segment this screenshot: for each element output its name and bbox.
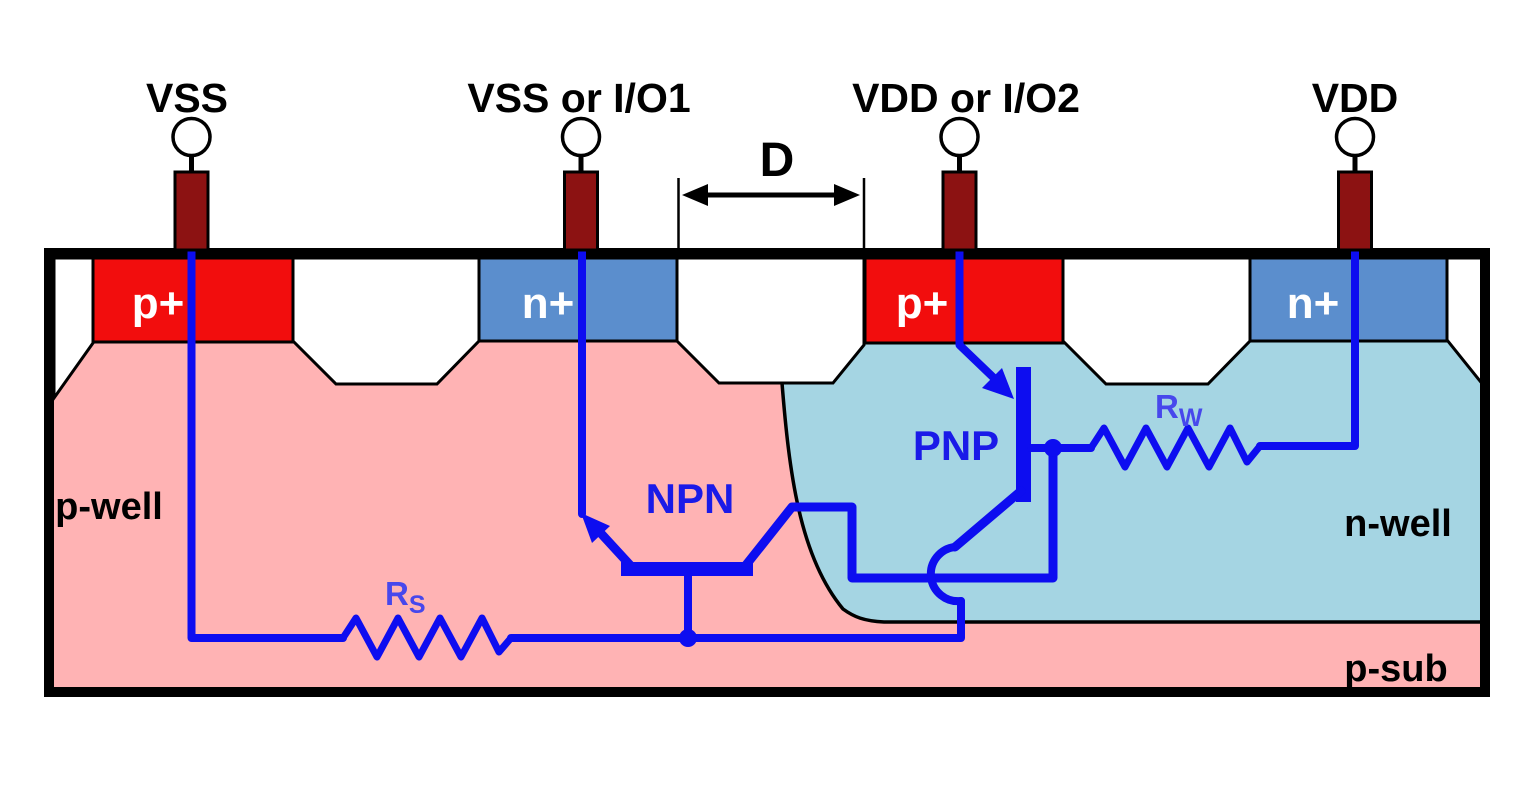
terminal-labels: VSS VSS or I/O1 VDD or I/O2 VDD bbox=[146, 75, 1398, 121]
resistor-rw-symbol bbox=[1087, 424, 1264, 471]
contact-plug bbox=[1337, 170, 1373, 252]
n-plus-diffusion-vdd bbox=[1248, 256, 1449, 343]
terminal-label-vss: VSS bbox=[146, 75, 228, 121]
contact-plug bbox=[941, 170, 978, 252]
p-sub-label: p-sub bbox=[1344, 648, 1447, 690]
n-well-region bbox=[782, 258, 1484, 622]
rs-symbol: R bbox=[385, 575, 409, 612]
rw-subscript: W bbox=[1179, 404, 1203, 432]
npn-label: NPN bbox=[646, 475, 735, 522]
terminal-contacts bbox=[171, 116, 1376, 252]
contact-plug bbox=[563, 170, 599, 252]
terminal-label-vss-io1: VSS or I/O1 bbox=[467, 75, 690, 121]
p-plus-diffusion-io2 bbox=[863, 256, 1065, 345]
pnp-base-bar bbox=[1016, 367, 1031, 502]
contact-vdd-io2 bbox=[939, 116, 980, 252]
contact-plug bbox=[173, 170, 210, 252]
npn-base-bar bbox=[621, 562, 753, 576]
resistor-rs-symbol bbox=[339, 614, 515, 661]
npn-collector-wire bbox=[741, 446, 1058, 583]
device-labels: NPN PNP RS RW bbox=[385, 388, 1203, 619]
pnp-collector-hop-over bbox=[926, 543, 965, 606]
p-well-label: p-well bbox=[55, 486, 163, 528]
p-plus-label-right: p+ bbox=[896, 279, 949, 328]
pnp-emitter-wire bbox=[955, 248, 1000, 384]
n-plus-label-right: n+ bbox=[1287, 279, 1340, 328]
substrate-outline-box bbox=[44, 248, 1490, 697]
dimension-arrowhead-left bbox=[682, 184, 708, 206]
dimension-arrowhead-right bbox=[834, 184, 860, 206]
pnp-label: PNP bbox=[913, 422, 999, 469]
p-plus-label-left: p+ bbox=[132, 279, 185, 328]
rs-subscript: S bbox=[409, 591, 426, 619]
pnp-emitter-arrowhead bbox=[982, 368, 1014, 399]
n-well-label: n-well bbox=[1344, 503, 1452, 545]
terminal-circle-icon bbox=[560, 116, 602, 158]
vdd-well-wire bbox=[1256, 248, 1359, 450]
n-well-boundary-line bbox=[780, 382, 1484, 624]
dimension-annotation: D bbox=[677, 134, 866, 252]
contact-vdd bbox=[1334, 116, 1376, 252]
terminal-circle-icon bbox=[171, 116, 212, 158]
contact-vss-io1 bbox=[560, 116, 602, 252]
terminal-circle-icon bbox=[1334, 116, 1376, 158]
terminal-label-vdd: VDD bbox=[1312, 75, 1399, 121]
resistor-rs-label: RS bbox=[385, 575, 426, 619]
pnp-transistor-symbol bbox=[926, 248, 1095, 606]
contact-vss bbox=[171, 116, 212, 252]
dimension-label: D bbox=[760, 134, 795, 187]
npn-transistor-symbol bbox=[581, 446, 1058, 647]
vss-substrate-wire bbox=[187, 248, 347, 642]
pnp-collector-lead bbox=[950, 486, 1026, 552]
terminal-label-vdd-io2: VDD or I/O2 bbox=[852, 75, 1080, 121]
npn-base-junction-dot bbox=[679, 629, 697, 647]
trench-3 bbox=[1061, 256, 1252, 386]
npn-emitter-lead bbox=[591, 523, 635, 570]
npn-emitter-arrowhead bbox=[581, 513, 610, 543]
trench-2 bbox=[675, 256, 866, 385]
terminal-circle-icon bbox=[939, 116, 980, 158]
parasitic-circuit-overlay bbox=[187, 248, 1359, 661]
n-plus-label-left: n+ bbox=[522, 279, 575, 328]
p-sub-rail-wire bbox=[507, 597, 965, 642]
trench-1 bbox=[291, 256, 481, 386]
rw-symbol: R bbox=[1155, 388, 1179, 425]
resistor-rw-label: RW bbox=[1155, 388, 1203, 432]
pnp-base-junction-dot bbox=[1044, 439, 1062, 457]
region-labels: p+ n+ p+ n+ p-well n-well p-sub bbox=[55, 279, 1452, 690]
